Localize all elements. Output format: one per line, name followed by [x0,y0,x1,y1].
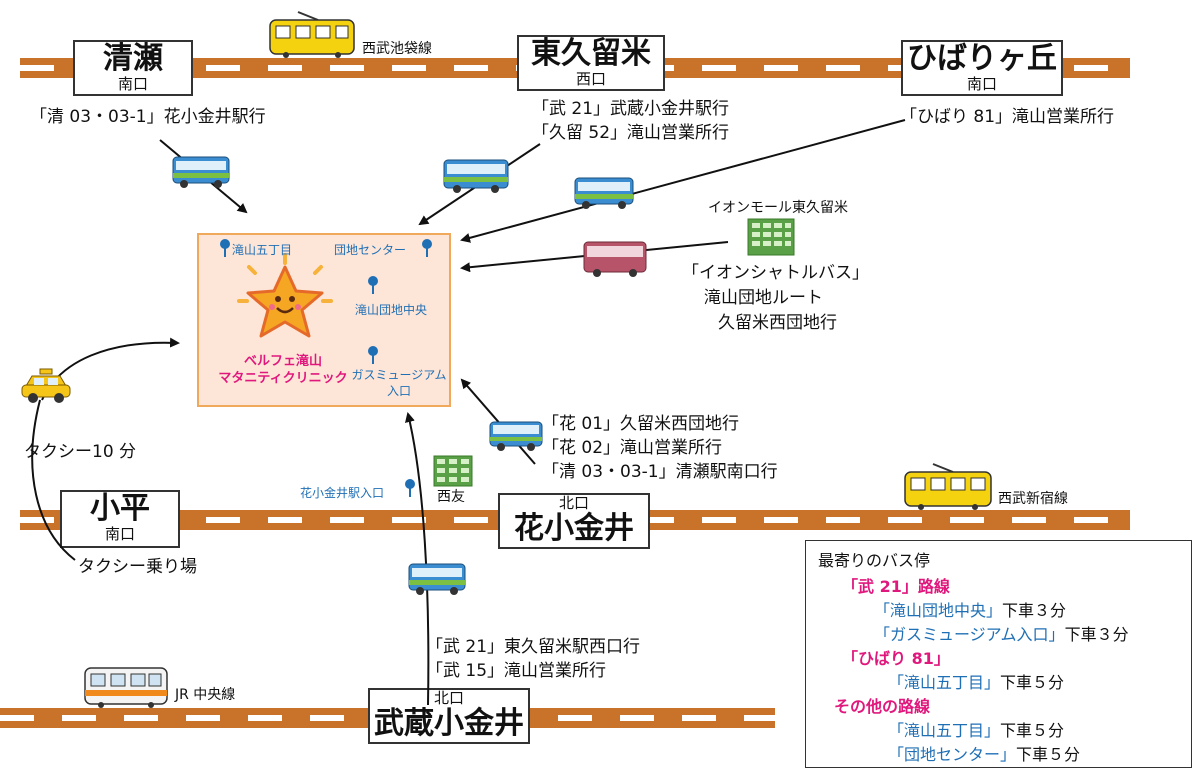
legend-row: 「ガスミュージアム入口」下車３分 [874,621,1129,645]
clinic-name: ベルフェ滝山 マタニティクリニック [213,353,353,387]
stop-danchi-center: 団地センター [334,243,407,257]
star-mascot-icon [237,253,333,338]
nearest-bus-stop-legend: 最寄りのバス停 「武 21」路線 「滝山団地中央」下車３分 「ガスミュージアム入… [805,540,1192,768]
aeon-route-2: 滝山団地ルート [704,288,823,308]
legend-row: 「滝山団地中央」下車３分 [874,597,1066,621]
stop-gas-museum-line-1: ガスミュージアム [351,368,447,382]
station-name: 花小金井 [514,511,634,546]
route-hibarigaoka: 「ひばり 81」滝山営業所行 [900,107,1115,127]
legend-row: 「滝山五丁目」下車５分 [888,717,1064,741]
stop-danchi-chuo: 滝山団地中央 [355,303,428,317]
bus-stop-pin-icon [368,276,378,294]
legend-stop: 「滝山五丁目」 [888,673,1001,692]
station-exit: 南口 [117,75,148,93]
station-higashikurume: 東久留米 西口 [517,35,665,91]
route-musashikoganei-1: 「武 21」東久留米駅西口行 [426,637,641,657]
stop-gas-museum: ガスミュージアム 入口 [349,367,449,399]
station-exit: 北口 [558,494,589,512]
legend-time: 下車５分 [1016,745,1081,764]
legend-stop: 「滝山団地中央」 [874,601,1003,620]
taxi-stand-label: タクシー乗り場 [78,557,197,577]
route-higashikurume-1: 「武 21」武蔵小金井駅行 [532,99,730,119]
bus-icon [172,156,230,188]
yellow-train-icon [269,11,355,58]
station-name: 東久留米 [531,36,651,71]
station-name: 小平 [90,491,150,526]
station-musashikoganei: 北口 武蔵小金井 [368,688,530,744]
legend-time: 下車３分 [1002,601,1067,620]
bus-stop-pin-icon [422,239,432,257]
building-icon [433,455,473,487]
taxi-time-label: タクシー10 分 [24,442,137,462]
station-kodaira: 小平 南口 [60,490,180,548]
orange-train-icon [84,667,168,708]
legend-time: 下車５分 [1000,673,1065,692]
building-icon [747,218,795,256]
station-hanakoganei: 北口 花小金井 [498,493,650,549]
jr-chuo-line-label: JR 中央線 [175,687,236,703]
legend-title: 最寄りのバス停 [818,551,931,570]
route-higashikurume-2: 「久留 52」滝山営業所行 [532,123,730,143]
station-kiyose: 清瀬 南口 [73,40,193,96]
route-hanakoganei-3: 「清 03・03-1」清瀬駅南口行 [542,462,778,482]
legend-group-2: 「ひばり 81」 [842,649,950,668]
bus-stop-pin-icon [405,479,415,497]
legend-row: 「滝山五丁目」下車５分 [888,669,1064,693]
legend-stop: 「団地センター」 [888,745,1017,764]
station-name: 武蔵小金井 [374,706,524,741]
legend-row: 「団地センター」下車５分 [888,741,1080,765]
legend-time: 下車５分 [1000,721,1065,740]
taxi-icon [21,368,71,403]
hanakoganei-stop-label: 花小金井駅入口 [300,486,385,500]
legend-stop: 「ガスミュージアム入口」 [874,625,1065,644]
clinic-area: ベルフェ滝山 マタニティクリニック 滝山五丁目 団地センター 滝山団地中央 ガス… [197,233,451,407]
bus-icon [443,159,509,193]
clinic-name-line-1: ベルフェ滝山 [243,354,322,369]
aeon-route-1: 「イオンシャトルバス」 [682,263,869,283]
clinic-name-line-2: マタニティクリニック [218,371,348,386]
legend-time: 下車３分 [1064,625,1129,644]
stop-gas-museum-line-2: 入口 [386,384,411,398]
bus-icon [489,421,543,451]
route-kiyose: 「清 03・03-1」花小金井駅行 [30,107,266,127]
legend-stop: 「滝山五丁目」 [888,721,1001,740]
route-hanakoganei-2: 「花 02」滝山営業所行 [542,438,723,458]
station-name: 清瀬 [103,41,163,76]
legend-group-1: 「武 21」路線 [842,577,950,596]
stop-takiyama5: 滝山五丁目 [232,243,293,257]
bus-icon [574,177,634,209]
station-name: ひばりヶ丘 [907,41,1057,76]
station-hibarigaoka: ひばりヶ丘 南口 [901,40,1063,96]
legend-group-3: その他の路線 [834,697,931,716]
station-exit: 南口 [104,525,135,543]
bus-icon [408,563,466,595]
bus-stop-pin-icon [368,346,378,364]
yellow-train-icon [904,463,992,510]
station-exit: 西口 [575,70,606,88]
aeon-mall-label: イオンモール東久留米 [708,200,848,216]
seibu-shinjuku-line-label: 西武新宿線 [998,491,1068,507]
shuttle-bus-icon [583,241,647,277]
route-musashikoganei-2: 「武 15」滝山営業所行 [426,661,607,681]
bus-stop-pin-icon [220,239,230,257]
seibu-ikebukuro-line-label: 西武池袋線 [362,41,432,57]
aeon-route-3: 久留米西団地行 [718,313,837,333]
station-exit: 北口 [433,689,464,707]
route-hanakoganei-1: 「花 01」久留米西団地行 [542,414,740,434]
station-exit: 南口 [966,75,997,93]
seiyu-label: 西友 [437,489,465,505]
